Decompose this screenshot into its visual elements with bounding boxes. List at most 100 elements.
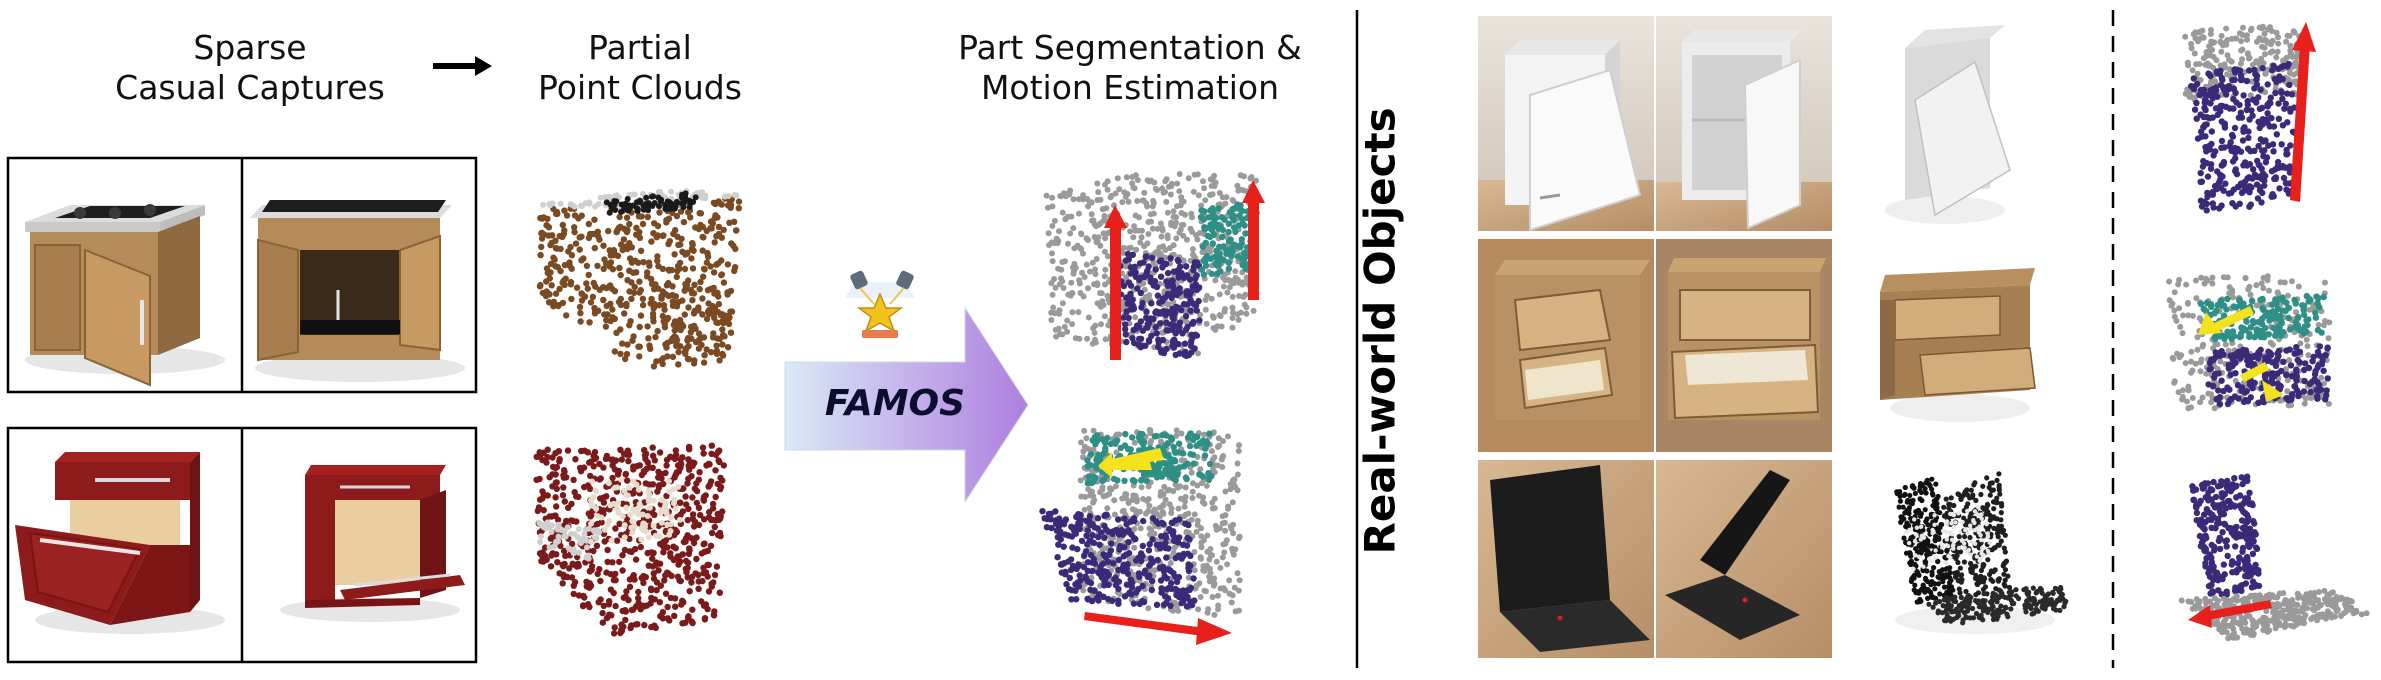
point	[1184, 593, 1191, 601]
point	[559, 299, 567, 307]
point	[592, 454, 600, 462]
point	[1923, 577, 1929, 583]
point	[1072, 335, 1079, 342]
point	[1130, 534, 1138, 542]
point	[1146, 541, 1153, 548]
point	[695, 578, 702, 585]
point	[720, 462, 727, 469]
point	[1932, 581, 1938, 587]
point	[594, 520, 601, 528]
point	[1157, 273, 1165, 280]
point	[714, 319, 722, 326]
point	[1909, 484, 1915, 490]
point	[1974, 581, 1980, 588]
point	[1187, 307, 1194, 314]
point	[595, 599, 602, 606]
point	[1996, 482, 2002, 488]
point	[2232, 166, 2239, 173]
point	[1250, 307, 1257, 314]
point	[646, 262, 653, 269]
point	[712, 517, 719, 524]
point	[1956, 511, 1961, 516]
point	[1953, 520, 1958, 525]
point	[697, 278, 704, 286]
point	[1131, 478, 1138, 485]
point	[600, 464, 607, 471]
point	[1230, 224, 1238, 231]
point	[1062, 568, 1069, 575]
point	[1101, 273, 1108, 280]
point	[687, 214, 694, 221]
point	[2253, 181, 2261, 188]
point	[1124, 191, 1131, 198]
point	[1928, 589, 1934, 595]
point	[2287, 51, 2294, 58]
point	[564, 447, 572, 454]
point	[660, 232, 667, 239]
point	[1048, 317, 1055, 323]
point	[645, 207, 652, 214]
point	[1129, 251, 1137, 258]
point	[1137, 318, 1145, 325]
point	[1166, 501, 1173, 508]
point	[1201, 224, 1208, 231]
point	[2204, 173, 2212, 180]
point	[653, 234, 660, 241]
point	[1204, 292, 1211, 299]
point	[584, 285, 591, 292]
point	[1198, 539, 1205, 546]
point	[1191, 259, 1199, 267]
point	[650, 575, 658, 582]
point	[664, 521, 671, 528]
point	[2273, 131, 2280, 138]
point	[1049, 258, 1056, 265]
point	[555, 448, 563, 455]
point	[2218, 202, 2225, 209]
point	[548, 529, 555, 535]
point	[1182, 313, 1190, 320]
point	[1173, 591, 1180, 599]
point	[616, 213, 623, 221]
point	[1069, 544, 1076, 551]
point	[682, 190, 689, 197]
point	[2184, 59, 2191, 66]
point	[540, 231, 548, 238]
point	[613, 198, 620, 205]
point	[1906, 540, 1912, 546]
point	[584, 544, 590, 551]
point	[1172, 517, 1179, 524]
point	[654, 222, 662, 230]
point	[1087, 451, 1095, 458]
point	[1214, 221, 1221, 229]
point	[2055, 587, 2061, 593]
point	[2267, 24, 2273, 31]
point	[601, 256, 608, 263]
point	[678, 194, 685, 201]
point	[1105, 322, 1112, 329]
point	[701, 615, 709, 622]
point	[1996, 471, 2002, 477]
point	[707, 225, 714, 232]
point	[1213, 558, 1220, 565]
point	[1085, 203, 1091, 210]
point	[1140, 197, 1147, 204]
point	[1207, 546, 1214, 552]
point	[685, 505, 692, 513]
point	[1115, 516, 1122, 523]
point	[589, 478, 596, 485]
point	[1236, 607, 1243, 614]
point	[1054, 534, 1062, 541]
point	[1121, 477, 1128, 484]
point	[559, 561, 566, 568]
point	[648, 238, 655, 245]
point	[1932, 513, 1937, 518]
point	[1229, 248, 1236, 256]
point	[571, 212, 579, 219]
point	[1122, 551, 1130, 558]
point	[1230, 521, 1237, 528]
point	[1189, 246, 1196, 253]
point	[2059, 591, 2065, 598]
point	[705, 300, 712, 307]
point	[653, 358, 660, 365]
point	[600, 296, 607, 304]
